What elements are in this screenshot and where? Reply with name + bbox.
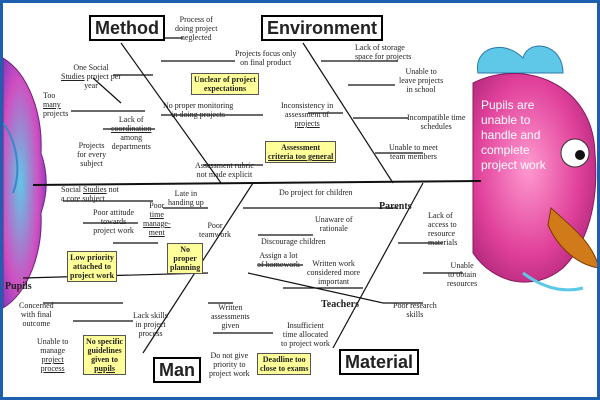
category-material: Material bbox=[339, 349, 420, 375]
cause-poor-attitude: Poor attitude towards project work bbox=[93, 208, 135, 235]
cause-process-neglected: Process of doing project neglected bbox=[175, 15, 218, 42]
cause-no-monitoring: No proper monitoring in doing projects bbox=[163, 101, 234, 119]
cause-lack-skills: Lack skills in project process bbox=[133, 311, 168, 338]
cause-poor-teamwork: Poor teamwork bbox=[199, 221, 231, 239]
cause-team-members: Unable to meet team members bbox=[389, 143, 438, 161]
label-pupils: Pupils bbox=[5, 281, 32, 292]
cause-not-core-subject: Social Studies not a core subject bbox=[61, 185, 119, 203]
cause-written-work: Written work considered more important bbox=[307, 259, 361, 286]
cause-homework: Assign a lot of homework bbox=[257, 251, 300, 269]
cause-leave-projects: Unable to leave projects in school bbox=[399, 67, 444, 94]
label-teachers: Teachers bbox=[321, 299, 359, 310]
cause-final-outcome: Concerned with final outcome bbox=[19, 301, 54, 328]
note-deadline: Deadline too close to exams bbox=[257, 353, 312, 375]
label-parents: Parents bbox=[379, 201, 412, 212]
category-method: Method bbox=[89, 15, 165, 41]
cause-discourage: Discourage children bbox=[261, 237, 326, 246]
cause-obtain-resources: Unable to obtain resources bbox=[447, 261, 478, 288]
cause-unaware-rationale: Unaware of rationale bbox=[315, 215, 353, 233]
cause-rubric: Assessment rubric not made explicit bbox=[195, 161, 254, 179]
cause-final-product: Projects focus only on final product bbox=[235, 49, 297, 67]
category-man: Man bbox=[153, 357, 201, 383]
cause-late-handing: Late in handing up bbox=[168, 189, 204, 207]
cause-insufficient-time: Insufficient time allocated to project w… bbox=[281, 321, 330, 348]
cause-every-subject: Projects for every subject bbox=[77, 141, 107, 168]
note-no-planning: No proper planning bbox=[167, 243, 204, 274]
cause-lack-access: Lack of access to resource materials bbox=[428, 211, 458, 247]
cause-lack-storage: Lack of storage space for projects bbox=[355, 43, 412, 61]
fishbone-lines bbox=[3, 37, 597, 354]
fish-head-icon bbox=[472, 45, 597, 292]
fish-tail-icon bbox=[3, 57, 47, 309]
cause-research-skills: Poor research skills bbox=[393, 301, 437, 319]
effect-label: Pupils are unable to handle and complete… bbox=[481, 98, 546, 172]
cause-do-project: Do project for children bbox=[279, 188, 353, 197]
cause-no-priority: Do not give priority to project work bbox=[209, 351, 250, 378]
category-environment: Environment bbox=[261, 15, 384, 41]
cause-incompatible-time: Incompatible time schedules bbox=[407, 113, 466, 131]
note-low-priority: Low priority attached to project work bbox=[67, 251, 118, 282]
note-unclear-expectations: Unclear of project expectations bbox=[191, 73, 259, 95]
cause-written-assessments: Written assessments given bbox=[211, 303, 250, 330]
